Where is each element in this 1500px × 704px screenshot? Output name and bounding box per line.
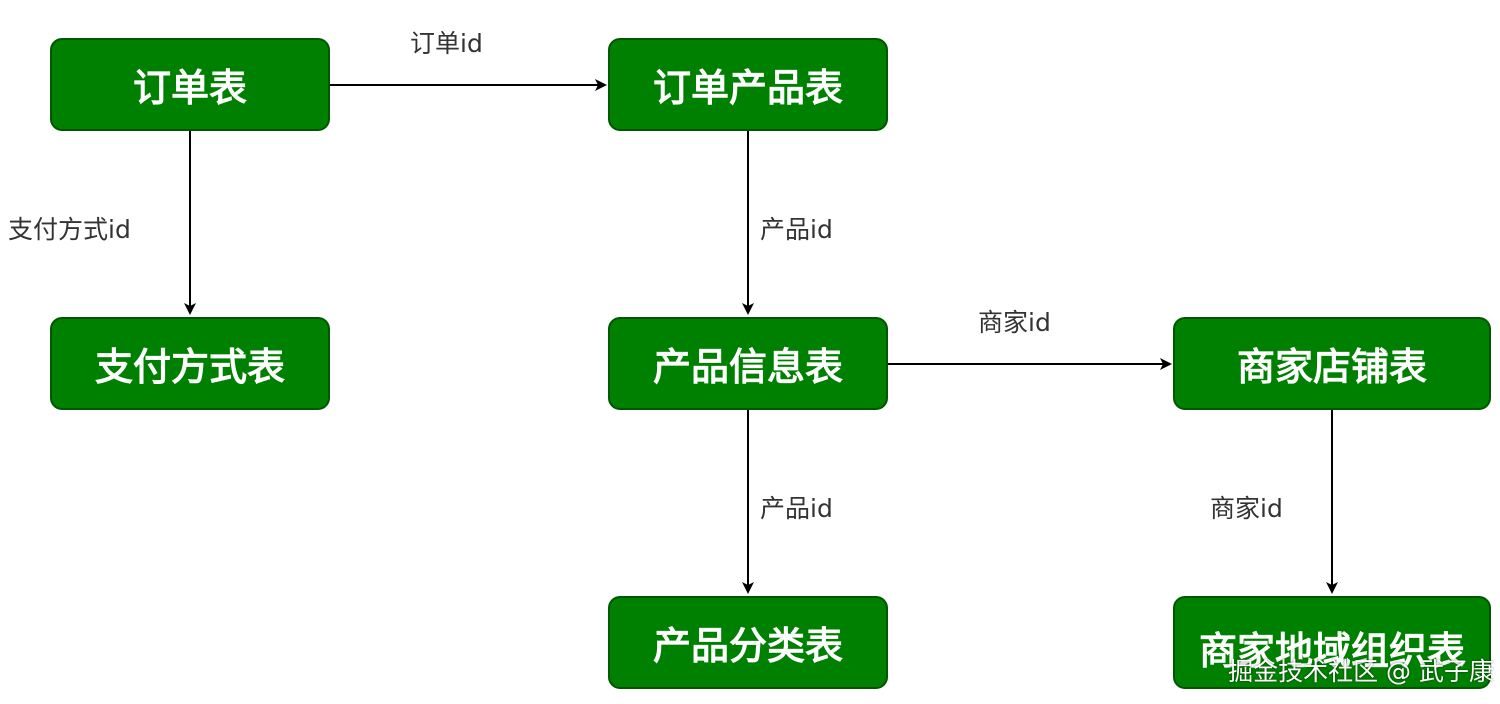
node-order-table[interactable]: 订单表 [50, 38, 330, 131]
edge-label-merchant-id-1: 商家id [978, 308, 1051, 337]
node-product-info-table-label: 产品信息表 [652, 345, 843, 389]
edge-label-order-id: 订单id [410, 29, 483, 58]
watermark: 掘金技术社区 @ 武子康 [1228, 657, 1494, 686]
node-merchant-shop-table[interactable]: 商家店铺表 [1173, 317, 1491, 410]
node-merchant-shop-table-label: 商家店铺表 [1236, 345, 1427, 389]
edge-label-payment-method-id: 支付方式id [8, 215, 131, 244]
node-payment-method-table-label: 支付方式表 [94, 345, 285, 389]
edge-label-product-id-1: 产品id [760, 215, 833, 244]
edge-label-product-id-2: 产品id [760, 494, 833, 523]
node-order-product-table-label: 订单产品表 [652, 66, 843, 110]
node-order-product-table[interactable]: 订单产品表 [608, 38, 888, 131]
node-payment-method-table[interactable]: 支付方式表 [50, 317, 330, 410]
node-product-info-table[interactable]: 产品信息表 [608, 317, 888, 410]
edge-label-merchant-id-2: 商家id [1210, 494, 1283, 523]
node-merchant-region-table-label: 商家地域组织表 [1198, 629, 1465, 673]
node-merchant-region-table[interactable]: 商家地域组织表 [1173, 596, 1491, 689]
node-product-category-table[interactable]: 产品分类表 [608, 596, 888, 689]
node-order-table-label: 订单表 [132, 66, 247, 110]
node-product-category-table-label: 产品分类表 [652, 624, 843, 668]
